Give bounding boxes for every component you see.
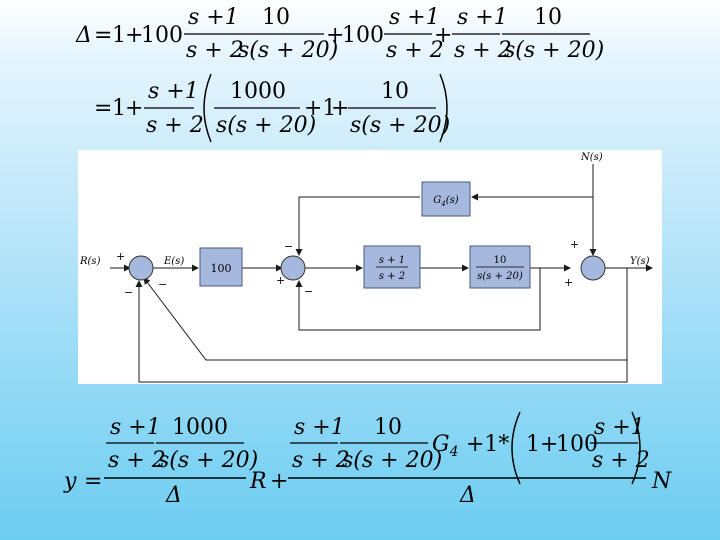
fraction-numerator: 10 [262,5,290,30]
gain-block [199,247,243,287]
signal-wires [110,164,653,383]
delta-equation: Δ = 1 + 100 s +1 s + 2 10 s(s + 20) + 10… [75,5,604,143]
sum3-plus-sign-left: + [564,276,573,289]
summing-junction-2 [280,255,306,281]
sum2-minus-sign-b: − [304,285,313,298]
fraction-denominator: s(s + 20) [350,113,450,138]
lead-block-numerator: s + 1 [379,255,405,266]
y-symbol: y [63,469,77,494]
sum2-minus-sign: − [284,240,293,253]
signal-r-label: R(s) [79,256,101,267]
g4-symbol: G4 [432,432,459,460]
plus-sign: + [540,432,558,457]
fraction-denominator: s + 2 [592,448,650,473]
sum1-plus-sign: + [116,250,125,263]
delta-denominator: Δ [459,483,476,508]
plus-one-star: +1* [466,432,509,457]
left-paren [203,73,212,143]
summing-junction-1 [128,255,154,281]
fraction-denominator: s(s + 20) [342,448,442,473]
sum1-minus-sign: − [124,286,133,299]
gain-100: 100 [556,432,598,457]
plus-sign: + [331,96,349,121]
equals-sign: = [94,23,112,48]
fraction-denominator: s(s + 20) [504,38,604,63]
sum1-minus-sign-b: − [158,278,167,291]
fraction-denominator: s + 2 [454,38,512,63]
plant-block-numerator: 10 [494,255,507,266]
fraction-numerator: s +1 [594,415,645,440]
n-symbol: N [651,469,672,494]
signal-e-label: E(s) [163,256,184,267]
left-paren [511,411,521,485]
wire-inner-loop [295,268,541,331]
signal-n-label: N(s) [580,152,603,163]
equals-sign: = [94,96,112,121]
fraction-numerator: s +1 [389,5,440,30]
equals-sign: = [84,469,102,494]
constant-one: 1 [526,432,540,457]
block-diagram: 100 G4(s) s + 1 s + 2 10 s(s + 20) R(s) … [78,150,662,384]
r-symbol: R [249,469,267,494]
fraction-numerator: 1000 [172,415,228,440]
fraction-denominator: s(s + 20) [238,38,338,63]
plus-sign: + [125,96,143,121]
signal-y-label: Y(s) [630,256,650,267]
fraction-denominator: s + 2 [146,113,204,138]
gain-block-label: 100 [211,262,232,275]
delta-symbol: Δ [75,23,92,48]
right-paren [439,73,448,143]
fraction-denominator: s + 2 [386,38,444,63]
fraction-numerator: s +1 [148,79,199,104]
wire-middle-loop [143,277,627,361]
fraction-denominator: s(s + 20) [216,113,316,138]
fraction-numerator: s +1 [294,415,345,440]
gain-100: 100 [342,23,384,48]
delta-line-2: = 1 + s +1 s + 2 1000 s(s + 20) +1 + 10 … [94,73,450,143]
fraction-denominator: s + 2 [108,448,166,473]
delta-denominator: Δ [165,483,182,508]
constant-one: 1 [112,23,126,48]
plus-sign: + [125,23,143,48]
constant-one: 1 [112,96,126,121]
fraction-numerator: 10 [374,415,402,440]
fraction-numerator: 10 [534,5,562,30]
plus-one: +1 [304,96,336,121]
g4-block-label: G4(s) [433,195,459,208]
fraction-denominator: s + 2 [186,38,244,63]
gain-100: 100 [141,23,183,48]
fraction-numerator: 10 [381,79,409,104]
summing-junction-3 [580,255,606,281]
g4-block [421,181,471,217]
plus-sign: + [270,469,288,494]
delta-line-1: Δ = 1 + 100 s +1 s + 2 10 s(s + 20) + 10… [75,5,604,63]
sum3-plus-sign-top: + [570,238,579,251]
fraction-numerator: 1000 [230,79,286,104]
sum2-plus-sign: + [276,274,285,287]
plant-block-denominator: s(s + 20) [477,271,523,282]
fraction-numerator: s +1 [188,5,239,30]
fraction-denominator: s + 2 [292,448,350,473]
plus-sign: + [434,23,452,48]
lead-block-denominator: s + 2 [379,271,405,282]
wire-g4-to-sum2 [295,196,420,256]
fraction-denominator: s(s + 20) [158,448,258,473]
fraction-numerator: s +1 [457,5,508,30]
plus-sign: + [326,23,344,48]
y-equation: y = s +1 s + 2 1000 s(s + 20) Δ R + s +1… [63,411,672,508]
fraction-numerator: s +1 [110,415,161,440]
wire-outer-loop [135,268,628,383]
